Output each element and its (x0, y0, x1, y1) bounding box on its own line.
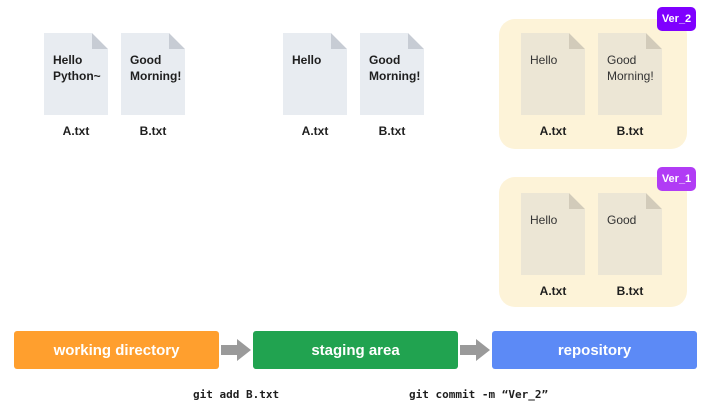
file-name: B.txt (139, 124, 167, 138)
file-name: B.txt (616, 124, 644, 138)
file-name: A.txt (539, 284, 567, 298)
repository-bar: repository (492, 331, 697, 369)
git-add-command: git add B.txt (193, 388, 280, 401)
file-icon: Good Morning! (598, 33, 662, 115)
file-icon: Hello (521, 33, 585, 115)
file-fold (92, 33, 108, 49)
file-icon: Hello (521, 193, 585, 275)
file-fold (646, 33, 662, 49)
file-name: A.txt (62, 124, 90, 138)
file-content: Good Morning! (369, 53, 421, 83)
arrow-right-icon (221, 339, 251, 361)
file-fold (569, 33, 585, 49)
file-fold (169, 33, 185, 49)
git-commit-command: git commit -m “Ver_2” (409, 388, 549, 401)
file-name: B.txt (616, 284, 644, 298)
file-icon: Hello Python~ (44, 33, 108, 115)
file-icon: Hello (283, 33, 347, 115)
working-directory-bar: working directory (14, 331, 219, 369)
file-fold (646, 193, 662, 209)
file-content: Good (607, 213, 637, 227)
file-content: Hello (530, 53, 558, 67)
file-icon: Good (598, 193, 662, 275)
file-content: Hello Python~ (53, 53, 101, 83)
file-name: A.txt (301, 124, 329, 138)
file-icon: Good Morning! (360, 33, 424, 115)
file-content: Hello (292, 53, 322, 67)
staging-area-bar: staging area (253, 331, 458, 369)
commit-box-ver-1: Hello A.txt Good B.txt (499, 177, 687, 307)
file-fold (408, 33, 424, 49)
file-fold (331, 33, 347, 49)
file-name: B.txt (378, 124, 406, 138)
version-badge: Ver_2 (657, 7, 696, 31)
file-content: Good Morning! (607, 53, 654, 83)
file-fold (569, 193, 585, 209)
file-name: A.txt (539, 124, 567, 138)
commit-box-ver-2: Hello A.txt Good Morning! B.txt (499, 19, 687, 149)
version-badge: Ver_1 (657, 167, 696, 191)
arrow-right-icon (460, 339, 490, 361)
file-content: Hello (530, 213, 558, 227)
file-icon: Good Morning! (121, 33, 185, 115)
file-content: Good Morning! (130, 53, 182, 83)
